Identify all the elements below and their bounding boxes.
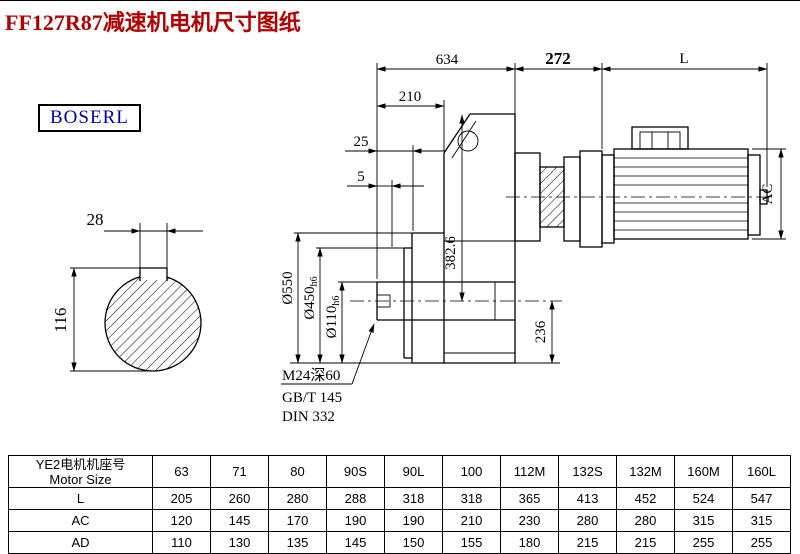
table-cell: 190 bbox=[384, 509, 443, 532]
rear-stub bbox=[759, 189, 768, 205]
size-col: 132S bbox=[558, 455, 617, 488]
size-col: 132M bbox=[616, 455, 675, 488]
table-cell: 260 bbox=[210, 487, 269, 510]
dim-center-to-base: 236 bbox=[533, 320, 549, 343]
table-cell: 255 bbox=[732, 531, 791, 554]
table-cell: 170 bbox=[268, 509, 327, 532]
table-cell: 215 bbox=[558, 531, 617, 554]
dim-motor-diameter: AC bbox=[760, 184, 776, 205]
motor-flange bbox=[579, 150, 603, 248]
table-cell: 318 bbox=[442, 487, 501, 510]
row-label: AC bbox=[8, 509, 153, 532]
page-title: FF127R87减速机电机尺寸图纸 bbox=[5, 10, 301, 35]
dim-key-depth: 116 bbox=[51, 308, 70, 333]
table-cell: 205 bbox=[152, 487, 211, 510]
table-cell: 280 bbox=[268, 487, 327, 510]
dim-flange-offset: 210 bbox=[399, 89, 422, 105]
gearbox-housing bbox=[443, 113, 516, 364]
table-cell: 280 bbox=[558, 509, 617, 532]
table-cell: 280 bbox=[616, 509, 675, 532]
table-cell: 288 bbox=[326, 487, 385, 510]
table-cell: 547 bbox=[732, 487, 791, 510]
table-row-L: L 205 260 280 288 318 318 365 413 452 52… bbox=[8, 487, 791, 510]
dim-spigot-depth: 25 bbox=[354, 134, 369, 150]
table-cell: 524 bbox=[674, 487, 733, 510]
table-row-AC: AC 120 145 170 190 190 210 230 280 280 3… bbox=[8, 509, 791, 532]
motor-fins bbox=[614, 157, 748, 231]
table-cell: 315 bbox=[732, 509, 791, 532]
coupling bbox=[539, 166, 565, 228]
table-row-AD: AD 110 130 135 145 150 155 180 215 215 2… bbox=[8, 531, 791, 554]
motor-view bbox=[579, 126, 768, 248]
keyway-notch bbox=[139, 268, 168, 280]
table-cell: 120 bbox=[152, 509, 211, 532]
row-label: AD bbox=[8, 531, 153, 554]
motor-size-table: YE2电机机座号 Motor Size 63 71 80 90S 90L 100… bbox=[8, 455, 791, 554]
dim-key-width: 28 bbox=[87, 210, 104, 229]
size-col: 100 bbox=[442, 455, 501, 488]
technical-drawing: 28 116 bbox=[51, 49, 786, 425]
table-cell: 315 bbox=[674, 509, 733, 532]
size-col: 63 bbox=[152, 455, 211, 488]
shaft-section-view: 28 116 bbox=[51, 210, 203, 372]
brand-logo: BOSERL bbox=[38, 104, 141, 132]
row-label: L bbox=[8, 487, 153, 510]
table-cell: 255 bbox=[674, 531, 733, 554]
table-cell: 210 bbox=[442, 509, 501, 532]
size-col: 112M bbox=[500, 455, 559, 488]
size-col: 80 bbox=[268, 455, 327, 488]
header-en: Motor Size bbox=[49, 471, 112, 487]
table-cell: 155 bbox=[442, 531, 501, 554]
dim-shaft-bore: Ø110h6 bbox=[324, 296, 342, 339]
table-cell: 150 bbox=[384, 531, 443, 554]
shaft-bore-circle bbox=[104, 274, 202, 372]
dim-center-to-top: 382.6 bbox=[443, 236, 459, 270]
note-standard-din: DIN 332 bbox=[282, 409, 335, 425]
table-cell: 145 bbox=[326, 531, 385, 554]
terminal-box-inner bbox=[639, 131, 681, 150]
size-col: 160M bbox=[674, 455, 733, 488]
dimension-annotations: 634 272 L 210 25 5 Ø550 Ø450h6 Ø110h6 38… bbox=[280, 49, 786, 425]
lifting-hole bbox=[457, 130, 479, 152]
table-cell: 452 bbox=[616, 487, 675, 510]
table-cell: 110 bbox=[152, 531, 211, 554]
fan-cover bbox=[747, 154, 761, 236]
motor-body bbox=[613, 148, 749, 240]
size-col: 71 bbox=[210, 455, 269, 488]
size-col: 160L bbox=[732, 455, 791, 488]
gearbox-side-view bbox=[350, 113, 773, 364]
table-header-row: YE2电机机座号 Motor Size 63 71 80 90S 90L 100… bbox=[8, 455, 791, 488]
dim-gap: 5 bbox=[357, 169, 365, 185]
adapter-ring bbox=[563, 156, 581, 242]
table-cell: 413 bbox=[558, 487, 617, 510]
dim-spigot-diameter: Ø450h6 bbox=[302, 276, 320, 319]
size-col: 90L bbox=[384, 455, 443, 488]
table-cell: 145 bbox=[210, 509, 269, 532]
table-header-motor-size: YE2电机机座号 Motor Size bbox=[8, 455, 153, 488]
table-cell: 130 bbox=[210, 531, 269, 554]
table-cell: 180 bbox=[500, 531, 559, 554]
dim-motor-length: L bbox=[679, 51, 688, 67]
table-cell: 135 bbox=[268, 531, 327, 554]
table-cell: 318 bbox=[384, 487, 443, 510]
table-cell: 215 bbox=[616, 531, 675, 554]
note-standard-gb: GB/T 145 bbox=[282, 390, 342, 406]
table-cell: 190 bbox=[326, 509, 385, 532]
table-cell: 365 bbox=[500, 487, 559, 510]
dim-flange-diameter: Ø550 bbox=[280, 271, 296, 304]
dim-total-length: 634 bbox=[436, 52, 459, 68]
table-cell: 230 bbox=[500, 509, 559, 532]
header-cn: YE2电机机座号 bbox=[35, 456, 126, 472]
dim-adapter-length: 272 bbox=[545, 49, 571, 68]
motor-front-step bbox=[601, 154, 615, 244]
size-col: 90S bbox=[326, 455, 385, 488]
note-tap-hole: M24深60 bbox=[282, 367, 340, 384]
